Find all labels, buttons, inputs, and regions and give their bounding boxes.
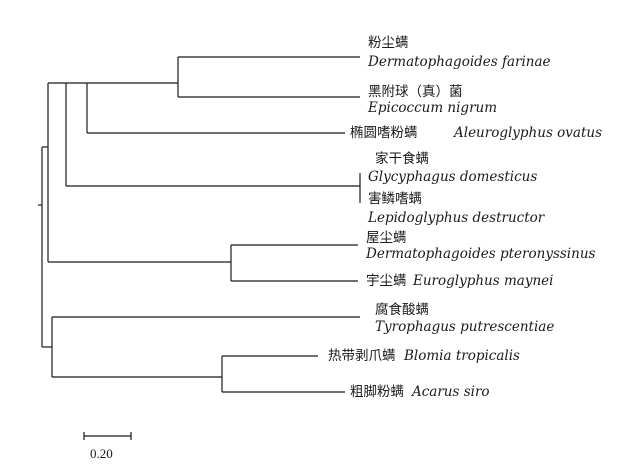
label-epicoccum-latin: Epicoccum nigrum [367,100,497,116]
scale-bar: 0.20 [83,432,132,461]
tree-branches [38,56,361,393]
label-lepido-cn: 害鳞嗜螨 [368,191,422,207]
label-glyco-cn: 家干食螨 [375,150,429,167]
clade-a-spine [42,83,49,262]
label-farinae-latin: Dermatophagoides farinae [367,54,551,70]
scale-bar-line [83,432,132,440]
tip-labels: 粉尘螨 Dermatophagoides farinae 黑附球（真）菌 Epi… [328,35,602,400]
label-lepido-latin: Lepidoglyphus destructor [367,210,546,226]
label-glyco-latin: Glycyphagus domesticus [368,169,537,185]
label-acarus-cn: 粗脚粉螨 [350,384,404,400]
label-farinae-cn: 粉尘螨 [368,35,409,51]
label-epicoccum-cn: 黑附球（真）菌 [368,84,463,100]
label-aleuro-cn: 椭圆嗜粉螨 [350,125,418,141]
label-aleuro-latin: Aleuroglyphus ovatus [452,125,602,141]
label-tyro-cn: 腐食酸螨 [375,301,429,318]
label-tyro-latin: Tyrophagus putrescentiae [375,319,554,335]
label-acarus-latin: Acarus siro [410,384,490,400]
label-blomia-cn: 热带剥爪螨 [328,348,396,364]
scale-bar-label: 0.20 [90,446,113,461]
label-pteron-cn: 屋尘螨 [366,230,407,246]
label-eurog-latin: Euroglyphus maynei [412,273,553,289]
label-blomia-latin: Blomia tropicalis [403,348,520,364]
label-pteron-latin: Dermatophagoides pteronyssinus [365,246,596,262]
label-eurog-cn: 宇尘螨 [366,273,407,289]
